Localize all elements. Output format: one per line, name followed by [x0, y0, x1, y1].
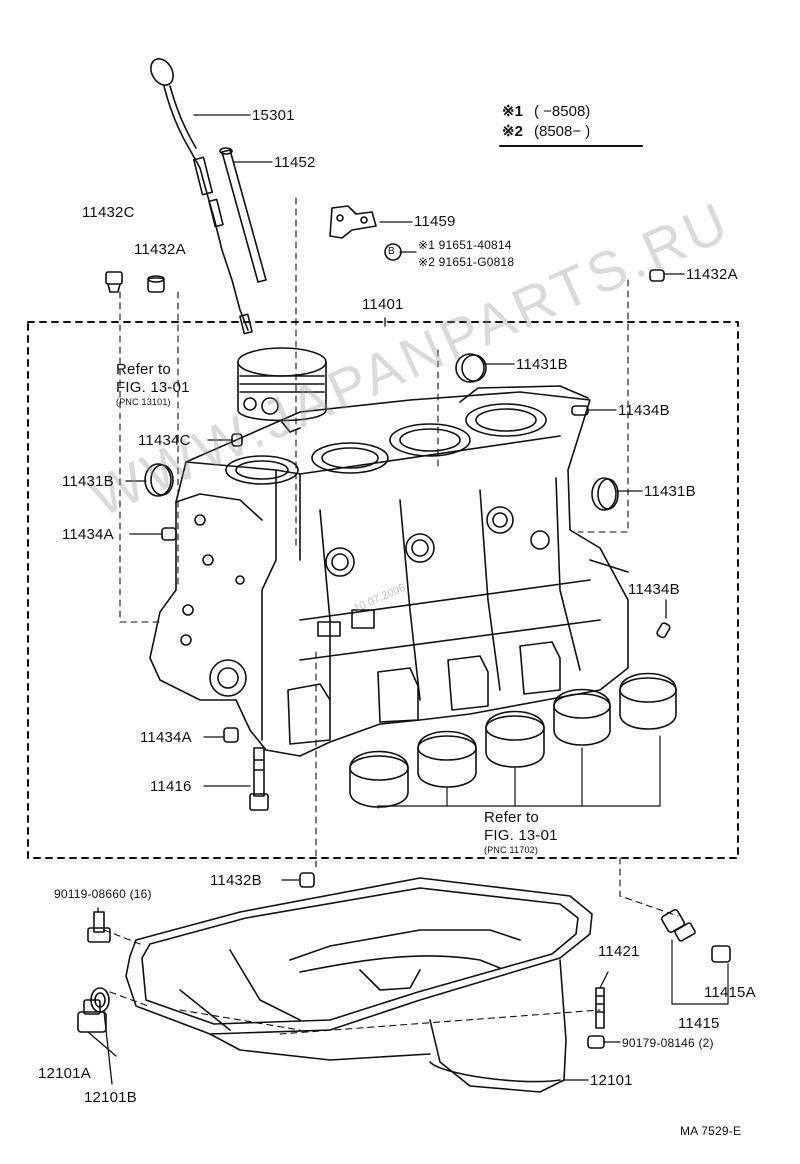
label-11421[interactable]: 11421 — [598, 943, 640, 960]
label-11401[interactable]: 11401 — [362, 296, 404, 313]
label-bolt-note-2[interactable]: ※2 91651-G0818 — [418, 255, 515, 269]
label-bolt-note-1[interactable]: ※1 91651-40814 — [418, 238, 512, 252]
label-leaders — [87, 114, 685, 1085]
label-12101[interactable]: 12101 — [590, 1072, 633, 1089]
pin-11434A-bottom — [223, 727, 239, 743]
dipstick-guide-part — [219, 147, 267, 283]
label-11432C[interactable]: 11432C — [82, 204, 135, 221]
plug-11431B-right — [591, 477, 619, 511]
legend-value-1: ( −8508) — [534, 103, 591, 120]
dashed-leaders — [103, 197, 679, 1035]
label-11432A-left[interactable]: 11432A — [134, 241, 186, 258]
oil-pan-part — [125, 877, 593, 1093]
plug-11431B-left — [144, 463, 174, 497]
label-12101B[interactable]: 12101B — [84, 1089, 137, 1106]
label-15301[interactable]: 15301 — [252, 107, 295, 124]
plug-11431B-top — [455, 353, 487, 383]
pnc-ref-1: (PNC 13101) — [116, 397, 171, 407]
bearing-leader-lines — [377, 735, 661, 809]
plug-11432A-right — [649, 269, 665, 282]
label-11452[interactable]: 11452 — [274, 154, 316, 171]
stud-11416 — [249, 747, 269, 811]
plug-11432B — [299, 872, 315, 888]
refer-to-1: Refer to — [116, 361, 171, 378]
label-90119[interactable]: 90119-08660 (16) — [54, 887, 152, 901]
label-11434A-bottom[interactable]: 11434A — [140, 729, 192, 746]
pin-11434A-top — [161, 527, 177, 541]
label-11434A-top[interactable]: 11434A — [62, 526, 114, 543]
bracket-part — [329, 205, 377, 239]
label-90179[interactable]: 90179-08146 (2) — [622, 1036, 714, 1050]
label-11434B-top[interactable]: 11434B — [618, 402, 670, 419]
pan-bolt-90119 — [87, 911, 111, 943]
dipstick-part — [150, 58, 253, 335]
fig-ref-1[interactable]: FIG. 13-01 — [116, 379, 190, 396]
label-11432B[interactable]: 11432B — [210, 872, 262, 889]
pin-11434B-mid — [656, 622, 671, 639]
legend-mark-2: ※2 — [502, 123, 523, 140]
plug-11415 — [661, 909, 696, 942]
cylinder-block-boundary — [27, 321, 739, 859]
diagram-code: MA 7529-E — [680, 1124, 742, 1138]
main-bearings — [349, 672, 677, 808]
plug-11432A-left — [147, 275, 165, 293]
legend-value-2: (8508− ) — [534, 123, 591, 140]
legend-mark-1: ※1 — [502, 103, 523, 120]
label-11434B-mid[interactable]: 11434B — [628, 581, 680, 598]
nut-90179 — [587, 1035, 605, 1049]
drain-gasket-12101B — [90, 987, 110, 1013]
label-11415A[interactable]: 11415A — [704, 984, 756, 1001]
pnc-ref-2: (PNC 11702) — [484, 845, 539, 855]
label-11431B-top[interactable]: 11431B — [516, 356, 568, 373]
label-11432A-right[interactable]: 11432A — [686, 266, 738, 283]
label-11415[interactable]: 11415 — [678, 1015, 720, 1032]
label-11434C[interactable]: 11434C — [138, 432, 191, 449]
bolt-b-marker: B — [388, 246, 395, 257]
cylinder-block-part — [149, 385, 629, 757]
plug-11415A — [711, 945, 731, 963]
label-11431B-right[interactable]: 11431B — [644, 483, 696, 500]
refer-to-2: Refer to — [484, 809, 539, 826]
piston-part — [237, 347, 327, 433]
plug-11415-leader — [671, 939, 729, 1005]
fig-ref-2[interactable]: FIG. 13-01 — [484, 827, 558, 844]
label-12101A[interactable]: 12101A — [38, 1065, 91, 1082]
stud-11421 — [595, 987, 605, 1029]
label-11459[interactable]: 11459 — [414, 213, 456, 230]
plug-11432C — [105, 271, 123, 293]
label-11431B-left[interactable]: 11431B — [62, 473, 114, 490]
label-11416[interactable]: 11416 — [150, 778, 192, 795]
